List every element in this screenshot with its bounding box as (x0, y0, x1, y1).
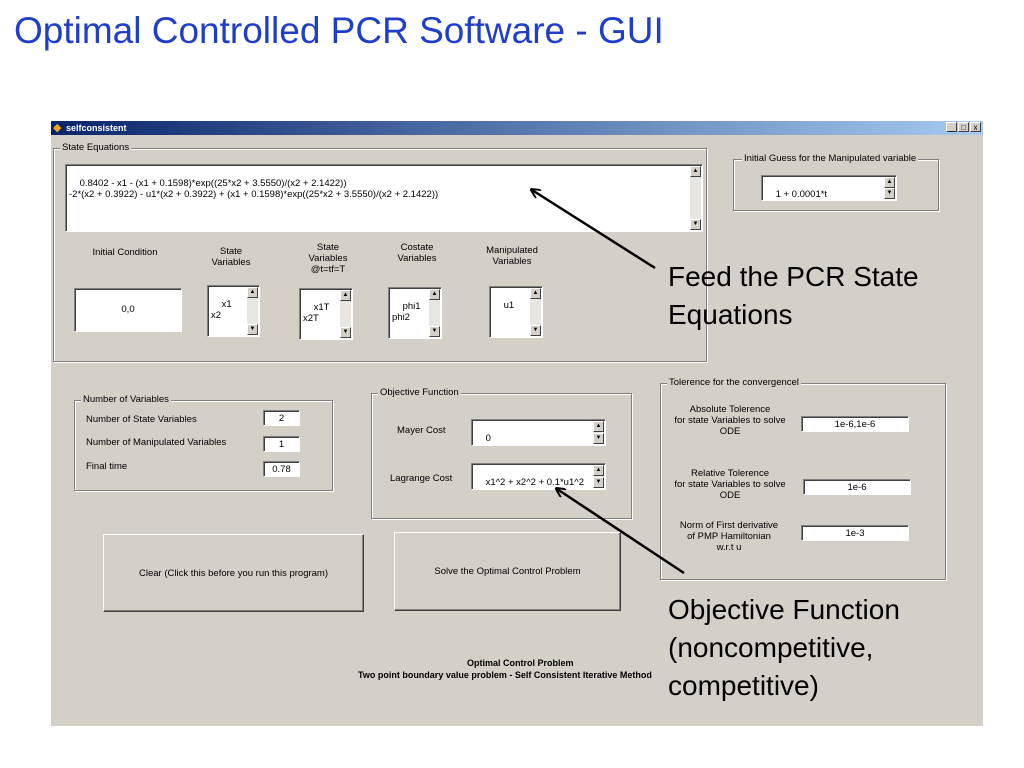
costate-values: phi1 phi2 (392, 301, 421, 323)
rel-tol-input[interactable]: 1e-6 (803, 479, 911, 495)
manipulated-list[interactable]: u1 ▲ ▼ (489, 286, 543, 338)
state-equations-panel: State Equations (53, 142, 707, 362)
scroll-down-icon[interactable]: ▼ (247, 324, 258, 335)
arrow-to-state-equations (532, 190, 656, 270)
num-variables-panel: Number of Variables (74, 394, 333, 491)
abs-tol-label: Absolute Tolerence for state Variables t… (674, 404, 786, 437)
scroll-up-icon[interactable]: ▲ (593, 465, 604, 476)
state-equations-scrollbar[interactable]: ▲ ▼ (690, 166, 701, 230)
footer-line1: Optimal Control Problem (467, 658, 574, 668)
app-window: ◆ selfconsistent _ □ x State Equations 0… (51, 121, 983, 726)
scroll-up-icon[interactable]: ▲ (884, 177, 895, 188)
annotation-objective: Objective Function (noncompetitive, comp… (668, 594, 900, 701)
scroll-down-icon[interactable]: ▼ (429, 326, 440, 337)
scroll-down-icon[interactable]: ▼ (884, 188, 895, 199)
maximize-button[interactable]: □ (958, 122, 969, 132)
annotation-feed: Feed the PCR State Equations (668, 261, 919, 330)
rel-tol-label: Relative Tolerence for state Variables t… (674, 468, 786, 501)
slide-title: Optimal Controlled PCR Software - GUI (14, 10, 664, 51)
lagrange-value: x1^2 + x2^2 + 0.1*u1^2 (485, 477, 584, 488)
mayer-input[interactable]: 0 ▲ ▼ (471, 419, 606, 446)
state-variables-label: State Variables (211, 246, 251, 268)
manipulated-scrollbar[interactable]: ▲ ▼ (530, 288, 541, 336)
arrow-to-lagrange-cost (557, 489, 685, 575)
state-at-T-values: x1T x2T (303, 302, 330, 324)
objective-panel: Objective Function (371, 387, 632, 519)
manipulated-values: u1 (503, 300, 515, 311)
initial-guess-label: Initial Guess for the Manipulated variab… (742, 153, 919, 165)
initial-guess-input[interactable]: 1 + 0.0001*t ▲ ▼ (761, 175, 897, 201)
initial-guess-value: 1 + 0.0001*t (775, 189, 828, 200)
num-manip-label: Number of Manipulated Variables (86, 437, 227, 448)
initial-condition-label: Initial Condition (92, 247, 158, 258)
close-button[interactable]: x (970, 122, 981, 132)
scroll-up-icon[interactable]: ▲ (530, 288, 541, 299)
scroll-down-icon[interactable]: ▼ (593, 433, 604, 444)
window-title: selfconsistent (66, 123, 127, 133)
scroll-down-icon[interactable]: ▼ (530, 325, 541, 336)
state-variables-scrollbar[interactable]: ▲ ▼ (247, 287, 258, 335)
costate-scrollbar[interactable]: ▲ ▼ (429, 289, 440, 337)
scroll-down-icon[interactable]: ▼ (593, 477, 604, 488)
lagrange-scrollbar[interactable]: ▲ ▼ (593, 465, 604, 488)
initial-guess-panel: Initial Guess for the Manipulated variab… (733, 153, 939, 211)
window-titlebar: ◆ selfconsistent _ □ x (51, 121, 983, 135)
costate-list[interactable]: phi1 phi2 ▲ ▼ (388, 287, 442, 339)
minimize-button[interactable]: _ (946, 122, 957, 132)
state-variables-values: x1 x2 (211, 299, 232, 321)
manipulated-label: Manipulated Variables (486, 245, 538, 267)
footer-line2: Two point boundary value problem - Self … (358, 670, 652, 680)
clear-button[interactable]: Clear (Click this before you run this pr… (103, 534, 364, 612)
scroll-down-icon[interactable]: ▼ (340, 327, 351, 338)
num-state-label: Number of State Variables (86, 414, 197, 425)
scroll-down-icon[interactable]: ▼ (690, 219, 701, 230)
mayer-scrollbar[interactable]: ▲ ▼ (593, 421, 604, 444)
state-equations-label: State Equations (60, 142, 132, 154)
state-at-T-list[interactable]: x1T x2T ▲ ▼ (299, 288, 353, 340)
matlab-icon: ◆ (53, 122, 62, 134)
state-equations-text: 0.8402 - x1 - (x1 + 0.1598)*exp((25*x2 +… (69, 178, 439, 200)
abs-tol-input[interactable]: 1e-6,1e-6 (801, 416, 909, 432)
norm-input[interactable]: 1e-3 (801, 525, 909, 541)
tolerence-label: Tolerence for the convergencel (667, 377, 801, 389)
initial-condition-input[interactable]: 0,0 (74, 288, 182, 332)
objective-label: Objective Function (378, 387, 461, 399)
scroll-up-icon[interactable]: ▲ (690, 166, 701, 177)
scroll-up-icon[interactable]: ▲ (247, 287, 258, 298)
mayer-value: 0 (485, 433, 491, 444)
state-equations-input[interactable]: 0.8402 - x1 - (x1 + 0.1598)*exp((25*x2 +… (65, 164, 703, 232)
initial-guess-scrollbar[interactable]: ▲ ▼ (884, 177, 895, 199)
scroll-up-icon[interactable]: ▲ (429, 289, 440, 300)
num-state-input[interactable]: 2 (263, 410, 300, 426)
solve-button[interactable]: Solve the Optimal Control Problem (394, 532, 621, 611)
state-at-T-label: State Variables @t=tf=T (308, 242, 348, 275)
costate-label: Costate Variables (397, 242, 437, 264)
norm-label: Norm of First derivative of PMP Hamilton… (679, 520, 779, 553)
num-manip-input[interactable]: 1 (263, 436, 300, 452)
scroll-up-icon[interactable]: ▲ (593, 421, 604, 432)
mayer-label: Mayer Cost (397, 425, 446, 436)
state-variables-list[interactable]: x1 x2 ▲ ▼ (207, 285, 260, 337)
tolerence-panel: Tolerence for the convergencel (660, 377, 946, 580)
final-time-input[interactable]: 0.78 (263, 461, 300, 477)
lagrange-input[interactable]: x1^2 + x2^2 + 0.1*u1^2 ▲ ▼ (471, 463, 606, 490)
final-time-label: Final time (86, 461, 128, 472)
num-variables-label: Number of Variables (81, 394, 171, 406)
lagrange-label: Lagrange Cost (390, 473, 453, 484)
state-at-T-scrollbar[interactable]: ▲ ▼ (340, 290, 351, 338)
scroll-up-icon[interactable]: ▲ (340, 290, 351, 301)
